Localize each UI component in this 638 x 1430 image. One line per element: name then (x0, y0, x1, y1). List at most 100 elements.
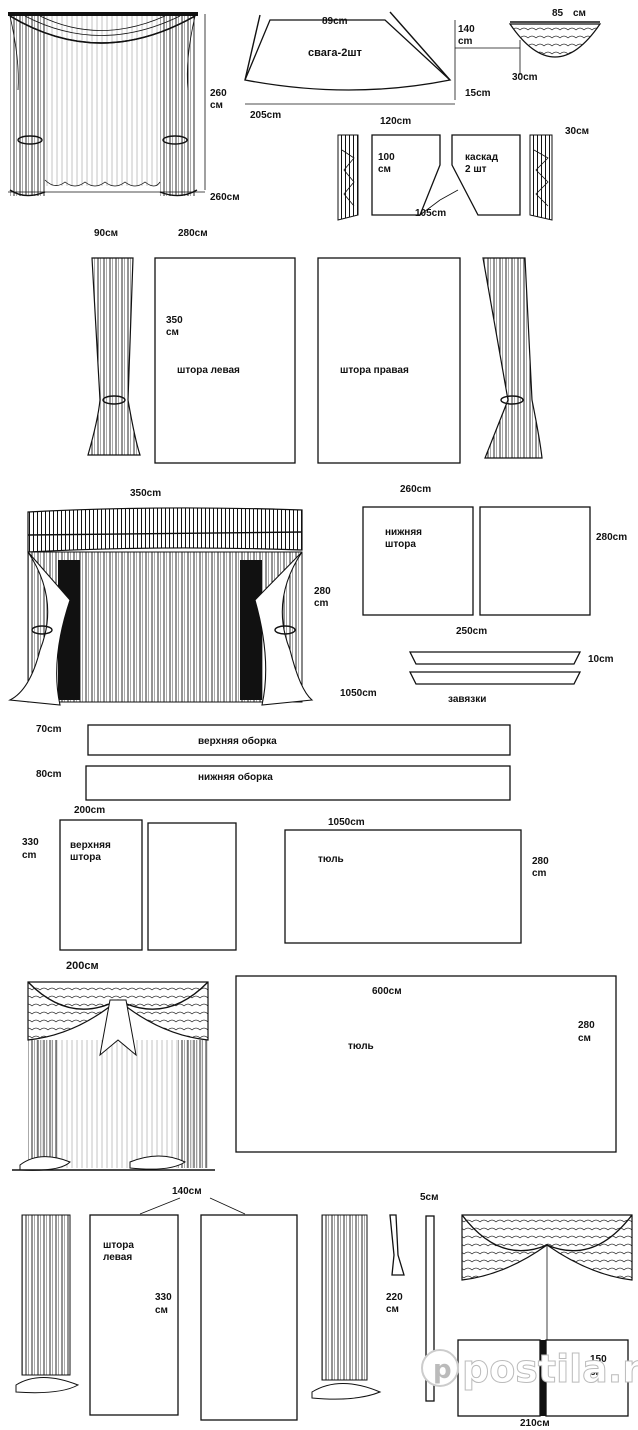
cascade-top-label: 120cm (380, 116, 411, 127)
upper-height-unit: cm (22, 850, 37, 861)
lower-panel-right (479, 506, 591, 616)
s5-left-name-2: левая (103, 1252, 132, 1263)
tulle-height-label: 280 (532, 856, 549, 867)
frill-upper-label: верхняя оборка (198, 735, 277, 747)
tulle2-height-unit: см (578, 1033, 591, 1044)
drape-side-left (87, 257, 141, 456)
s2-small-width-label: 90см (94, 228, 118, 239)
s2-height-unit: см (166, 327, 179, 338)
upper-width-label: 200cm (74, 805, 105, 816)
s5-left-name-1: штора (103, 1240, 134, 1251)
cascade-bottom-label: 105cm (415, 208, 446, 219)
cascade-name-1: каскад (465, 152, 499, 163)
ties-name-label: завязки (448, 694, 486, 705)
lower-name-2: штора (385, 539, 416, 550)
lower-height-label: 280cm (596, 532, 627, 543)
drape-s5-left (15, 1214, 80, 1394)
upper-panel-right (147, 822, 237, 951)
swag-depth-unit: cm (458, 36, 473, 47)
watermark-text: postila.ru (462, 1347, 638, 1391)
swag-side-label: 15cm (465, 88, 491, 99)
upper-panel-left (59, 819, 143, 951)
drape-s5-right (311, 1214, 382, 1400)
frill-upper-height-label: 70cm (36, 724, 62, 735)
drape-illustration-4 (12, 981, 215, 1171)
s5-lam-height-label: 150 (590, 1354, 607, 1365)
swag-name-label: свага-2шт (308, 47, 363, 59)
tulle2-name-label: тюль (348, 1041, 374, 1052)
ties-width-label: 250cm (456, 626, 487, 637)
s2-height-label: 350 (166, 315, 183, 326)
drape-illustration-1 (8, 12, 198, 197)
s3-width-label: 350cm (130, 488, 161, 499)
s1-height-unit: см (210, 100, 223, 111)
frill-upper-strip (87, 724, 511, 756)
frill-lower-strip (85, 765, 511, 801)
s2-right-panel (317, 257, 461, 464)
tulle2-panel (235, 975, 617, 1153)
tulle-width-label: 1050cm (328, 817, 365, 828)
s1-width-label: 260см (210, 192, 240, 203)
s2-left-panel (154, 257, 296, 464)
cascade-height-label: 100 (378, 152, 395, 163)
lower-width-label: 260cm (400, 484, 431, 495)
s2-panel-width-label: 280см (178, 228, 208, 239)
s5-tie-strip (425, 1215, 435, 1402)
tulle-panel (284, 829, 522, 944)
upper-name-2: штора (70, 852, 101, 863)
s2-right-label: штора правая (340, 365, 409, 376)
s5-tie-height-label: 220 (386, 1292, 403, 1303)
frill-lower-height-label: 80cm (36, 769, 62, 780)
cap-side-label: 30cm (512, 72, 538, 83)
drape-side-right (482, 257, 543, 459)
s5-height-label: 330 (155, 1292, 172, 1303)
lower-name-1: нижняя (385, 527, 422, 538)
s5-height-unit: см (155, 1305, 168, 1316)
cascade-side-width-label: 30см (565, 126, 589, 137)
s5-tie-shape (389, 1214, 405, 1276)
tie-strip-2 (408, 671, 582, 685)
s5-lambrequin-illustration (461, 1214, 633, 1340)
s5-left-panel (89, 1214, 179, 1416)
swag-cap-illustration: 85 см 30cm (455, 8, 602, 83)
s5-lam-panel-left (457, 1339, 541, 1417)
upper-name-1: верхняя (70, 840, 111, 851)
s5-tie-height-unit: см (386, 1304, 399, 1315)
s5-right-panel (200, 1214, 298, 1421)
cap-width-label: 85 (552, 8, 564, 19)
section-4: 200см 600см тюль 280 см (12, 960, 617, 1171)
s3-height-label: 280 (314, 586, 331, 597)
section-2: 90см 280см 350 см штора левая штора прав… (87, 228, 543, 464)
cascade-patterns: 120cm 30см 100 см каскад 2 шт 105cm (337, 116, 589, 221)
watermark-p-icon: p (433, 1355, 452, 1385)
frill-lower-label: нижняя оборка (198, 771, 273, 783)
section-1: 260 см 260см 89cm свага-2шт 140 cm 205cm… (8, 8, 602, 221)
s4-width-label: 200см (66, 960, 99, 972)
tulle2-height-label: 280 (578, 1020, 595, 1031)
swag-bottom-label: 205cm (250, 110, 281, 121)
s5-lam-height-unit: см (590, 1367, 603, 1378)
s5-width-label: 140см (172, 1186, 202, 1197)
s2-left-label: штора левая (177, 365, 240, 376)
section-3: 350cm 280 cm 260cm нижняя штора 280cm 25… (8, 484, 627, 951)
tulle2-width-label: 600см (372, 986, 402, 997)
swag-top-label: 89cm (322, 16, 348, 27)
s5-lam-width-label: 210см (520, 1418, 550, 1429)
lower-panel-left (362, 506, 474, 616)
frill-width-label: 1050cm (340, 688, 377, 699)
cascade-height-unit: см (378, 164, 391, 175)
drape-illustration-3 (8, 507, 314, 706)
tulle-height-unit: cm (532, 868, 547, 879)
ties-height-label: 10cm (588, 654, 614, 665)
cap-width-unit: см (573, 8, 586, 19)
s5-tie-width-label: 5см (420, 1192, 439, 1203)
tulle-name-label: тюль (318, 854, 344, 865)
postila-watermark: p postila.ru (421, 1347, 638, 1392)
swag-pattern: 89cm свага-2шт 140 cm 205cm 15cm (244, 11, 491, 121)
section-5: 140см штора левая 330 см 5см 220 см 1 (15, 1186, 633, 1429)
s5-lam-panel-right (545, 1339, 629, 1417)
swag-depth-label: 140 (458, 24, 475, 35)
cascade-name-2: 2 шт (465, 164, 487, 175)
s3-height-unit: cm (314, 598, 329, 609)
